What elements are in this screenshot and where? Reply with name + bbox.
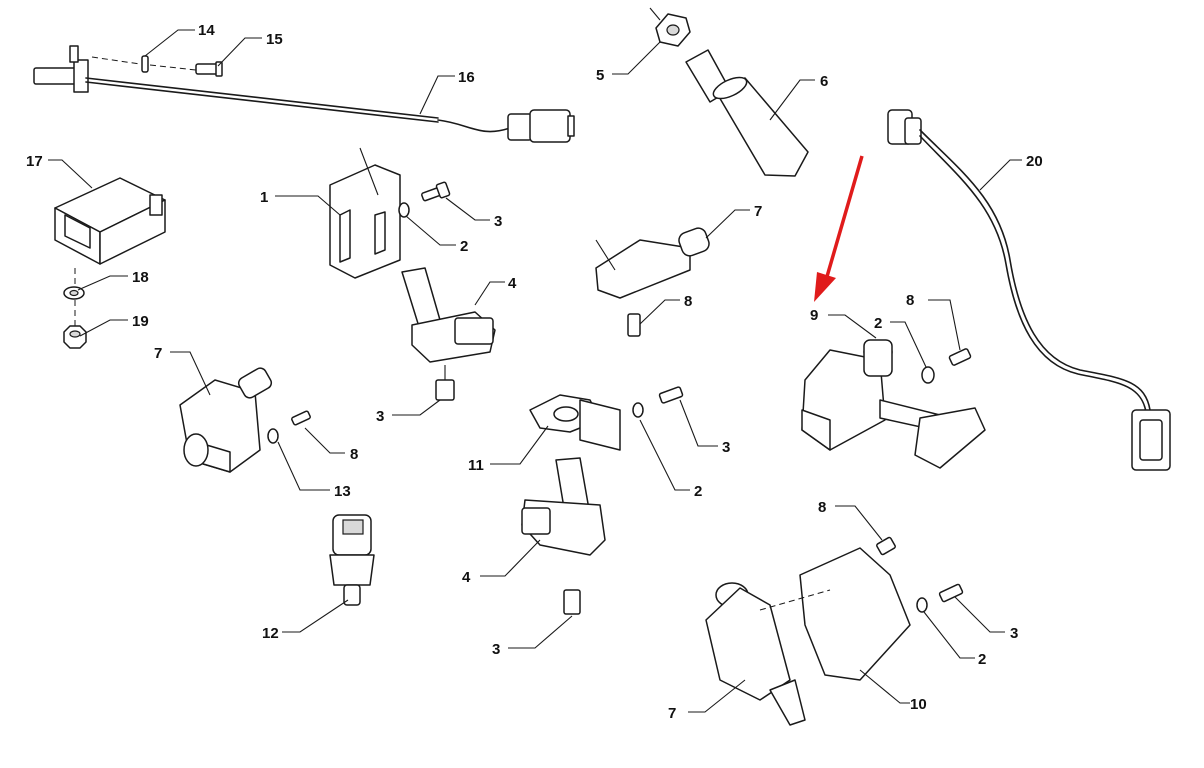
position-sensor-part-4-bottom: [521, 457, 606, 556]
callout-14: 14: [198, 22, 215, 39]
callout-7-bottom: 7: [668, 705, 676, 722]
washer-part-2-right: [921, 366, 935, 384]
callout-4-bottom: 4: [462, 569, 471, 586]
screw-part-8-left: [291, 410, 311, 426]
washer-part-13: [267, 428, 279, 444]
callout-5: 5: [596, 67, 604, 84]
callout-1: 1: [260, 189, 268, 206]
callout-19: 19: [132, 313, 149, 330]
callout-8-bottom: 8: [818, 499, 826, 516]
nut-part-19: [63, 325, 87, 349]
screw-part-8-middle: [627, 313, 641, 337]
temperature-sensor-part-12: [329, 514, 375, 606]
callout-6: 6: [820, 73, 828, 90]
pressure-sensor-part-7-left: [179, 367, 273, 473]
callout-8-middle: 8: [684, 293, 692, 310]
callout-12: 12: [262, 625, 279, 642]
callout-13: 13: [334, 483, 351, 500]
callout-16: 16: [458, 69, 475, 86]
washer-part-2-top: [398, 202, 410, 218]
screw-part-8-right: [948, 348, 972, 366]
callout-9: 9: [810, 307, 818, 324]
washer-part-2-bottom: [916, 597, 928, 613]
position-sensor-part-4-top: [401, 267, 496, 395]
pressure-sensor-part-7-middle: [595, 227, 710, 299]
screw-part-3-left: [435, 379, 455, 401]
bolt-part-15: [195, 61, 223, 77]
callout-4-top: 4: [508, 275, 517, 292]
callout-7-middle: 7: [754, 203, 762, 220]
speed-sensor-part-6: [685, 49, 809, 177]
callout-20: 20: [1026, 153, 1043, 170]
callout-18: 18: [132, 269, 149, 286]
pressure-sensor-part-7-bottom: [705, 582, 806, 726]
screw-part-3-middle-right: [658, 386, 684, 404]
callout-3-top: 3: [494, 213, 502, 230]
callout-17: 17: [26, 153, 43, 170]
callout-3-bottom-right: 3: [1010, 625, 1018, 642]
leader-lines: [48, 29, 1022, 713]
callout-2-top: 2: [460, 238, 468, 255]
bracket-part-1: [329, 147, 401, 279]
callout-3-bottom: 3: [492, 641, 500, 658]
highlight-arrow: [814, 155, 864, 302]
nut-part-5: [649, 7, 691, 47]
bracket-part-11: [529, 394, 621, 451]
sensor-part-9[interactable]: [801, 339, 986, 469]
pin-part-14: [141, 55, 149, 73]
callout-10: 10: [910, 696, 927, 713]
callout-7-left: 7: [154, 345, 162, 362]
wiring-harness-part-20: [887, 109, 1171, 471]
callout-15: 15: [266, 31, 283, 48]
callout-2-right: 2: [874, 315, 882, 332]
speed-sensor-cable-assembly: [33, 45, 575, 143]
callout-8-right: 8: [906, 292, 914, 309]
screw-part-3-bottom: [563, 589, 581, 615]
callout-2-bottom: 2: [978, 651, 986, 668]
washer-part-2-middle: [632, 402, 644, 418]
bracket-part-10: [759, 547, 911, 681]
callout-2-middle: 2: [694, 483, 702, 500]
callout-3-middle: 3: [722, 439, 730, 456]
screw-part-8-bottom: [876, 536, 896, 556]
control-module-17: [54, 177, 166, 265]
screw-part-3-bottom-right: [938, 583, 964, 603]
callout-3-left: 3: [376, 408, 384, 425]
screw-part-3-top: [421, 181, 451, 202]
callout-labels: 14 15 16 17 18 19 1 3 2 4 3 7 8 13 12 5 …: [26, 22, 1043, 722]
callout-8-left: 8: [350, 446, 358, 463]
callout-11: 11: [468, 457, 484, 474]
